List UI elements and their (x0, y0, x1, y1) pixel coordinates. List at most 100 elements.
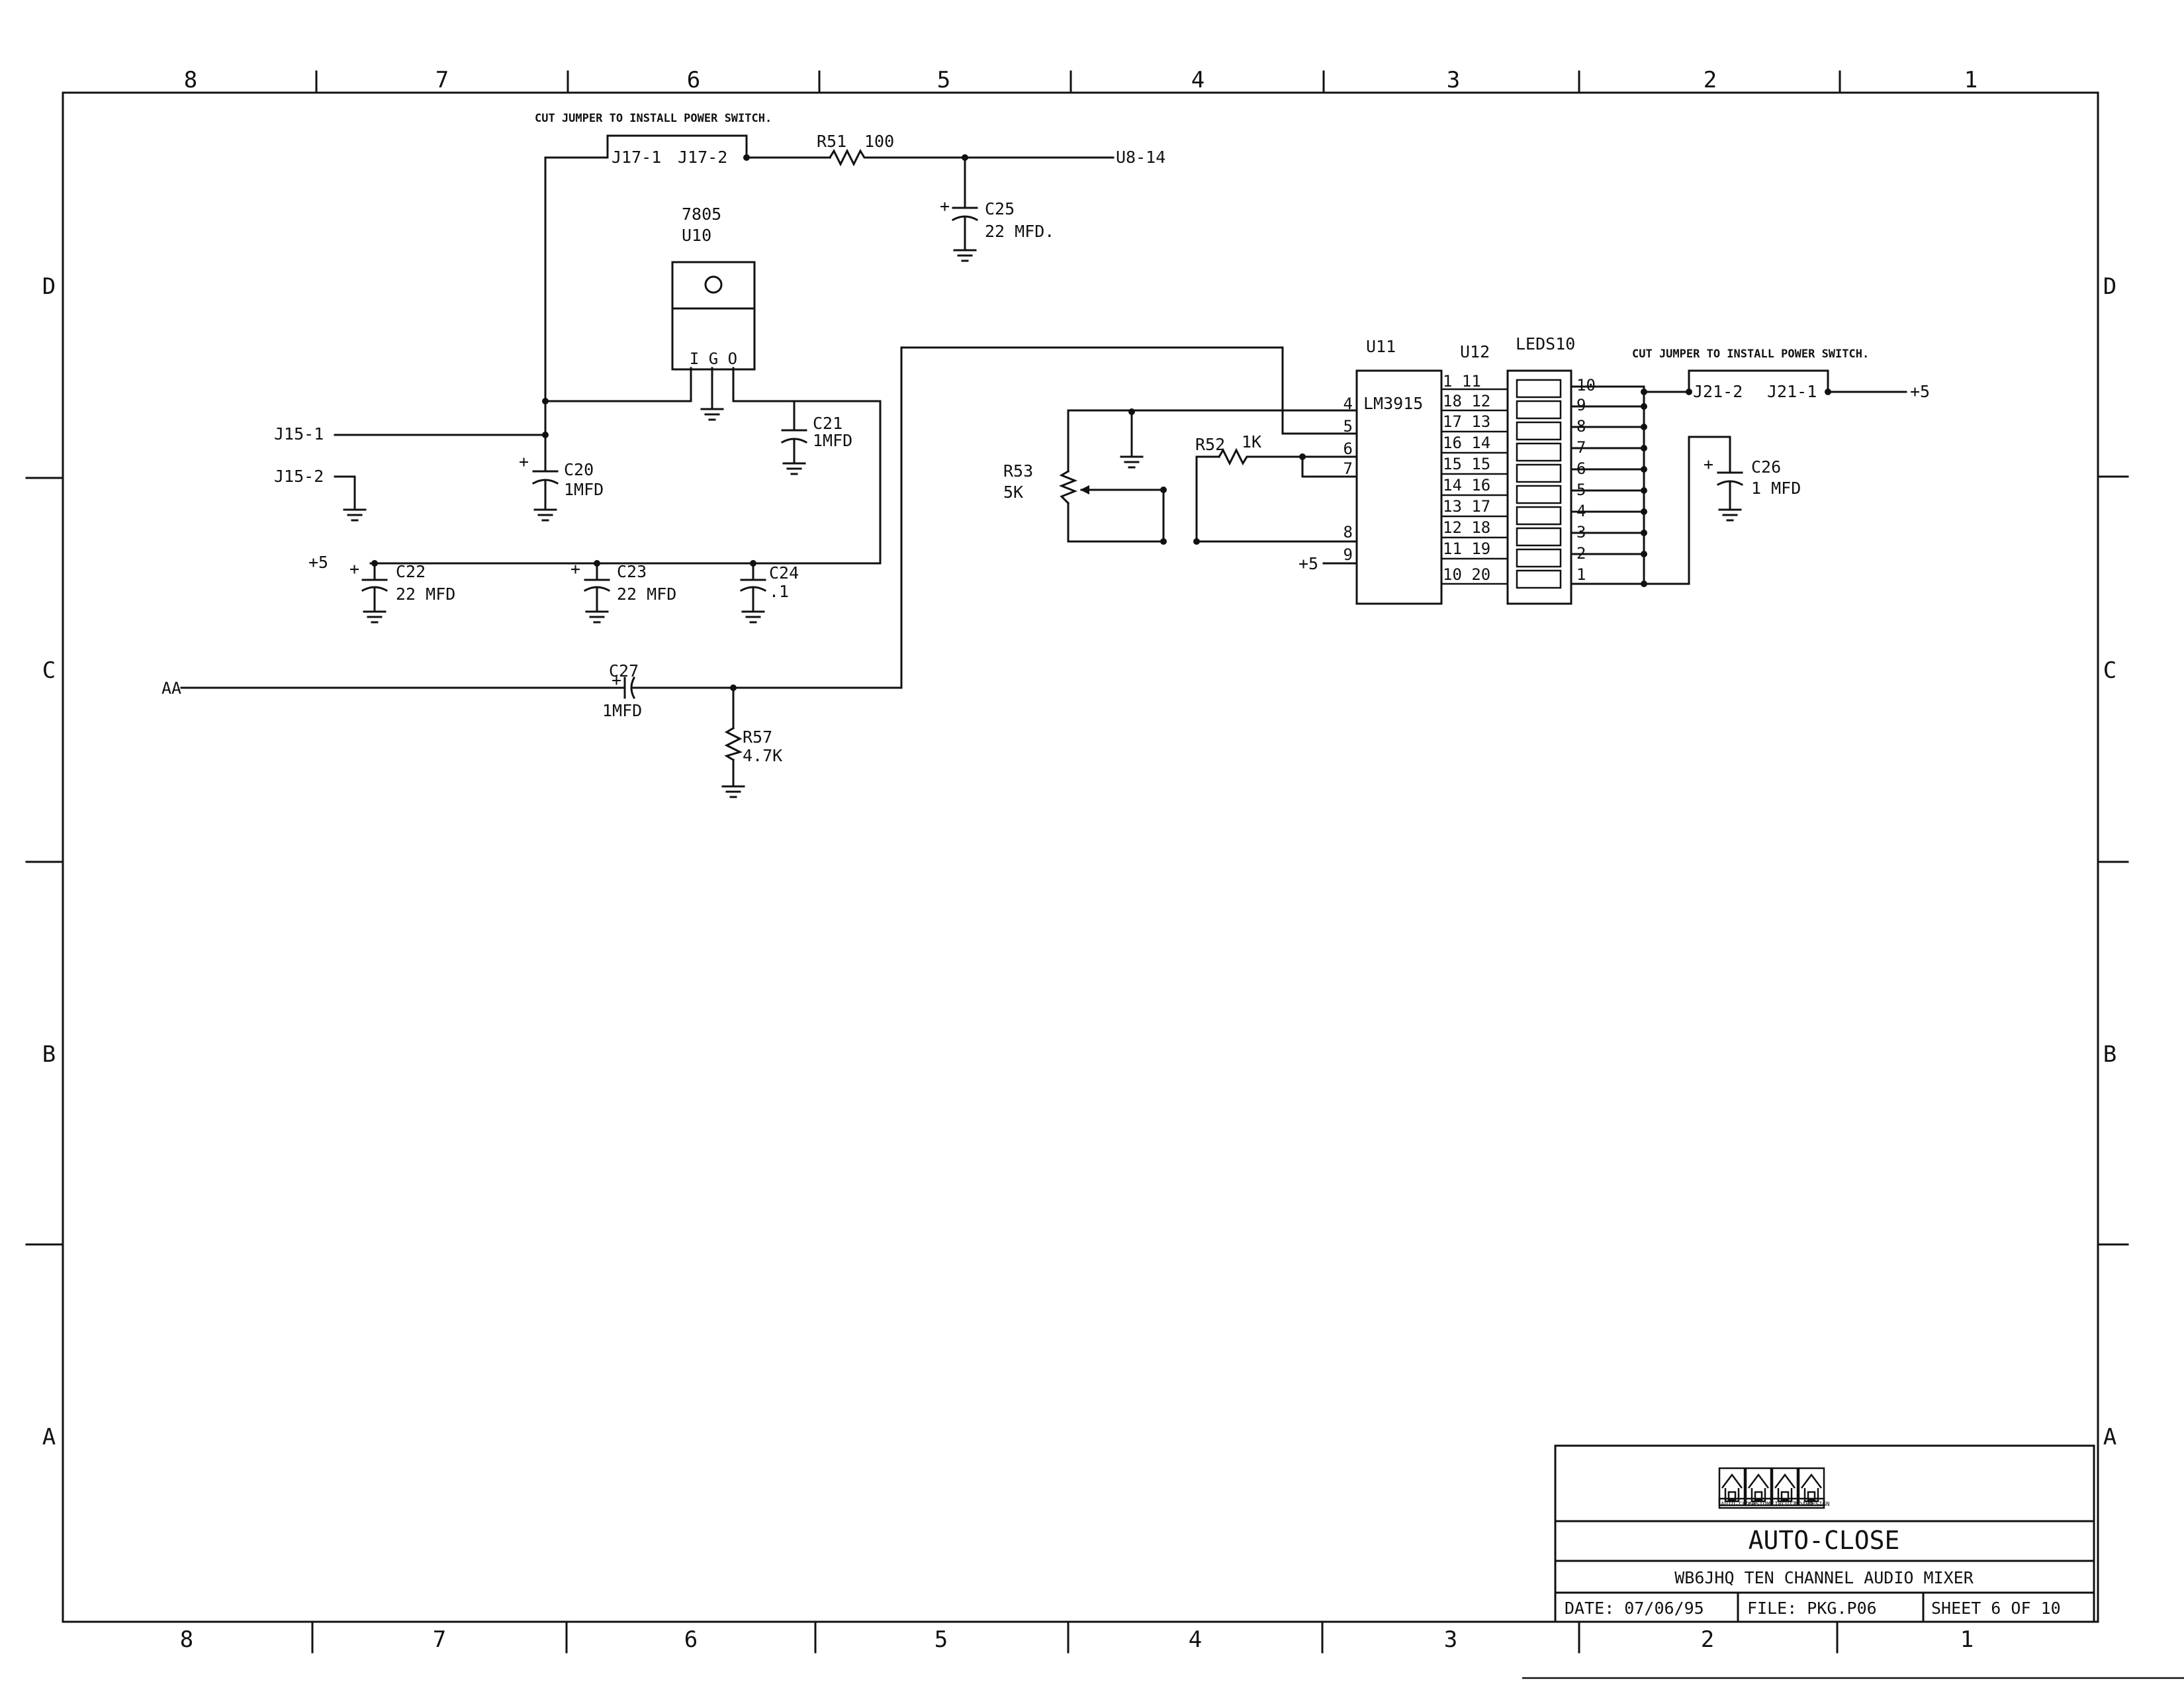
u11-pin-8: 8 (1343, 523, 1353, 541)
logo-word-1: AUTO-CLOSE (1721, 1501, 1756, 1508)
resistors (724, 148, 1252, 762)
zone-col-3-bottom: 3 (1444, 1626, 1457, 1653)
zone-col-8-bottom: 8 (180, 1626, 193, 1653)
c22-pol: + (349, 559, 359, 579)
led-segment-labels: 10 9 8 7 6 5 4 3 2 1 (1576, 376, 1596, 584)
zone-col-4: 4 (1191, 67, 1205, 93)
r52-ref: R52 (1195, 435, 1225, 454)
led-seg-8: 8 (1576, 417, 1586, 436)
zone-row-d-left: D (42, 273, 56, 300)
c26-ref: C26 (1751, 457, 1781, 477)
u12-pins-4: 16 14 (1443, 434, 1490, 452)
u11-pin-9: 9 (1343, 545, 1353, 564)
r57-ref: R57 (743, 727, 772, 747)
u12-pins-8: 12 18 (1443, 518, 1490, 537)
c27-value: 1MFD (602, 701, 642, 720)
zone-col-1-bottom: 1 (1960, 1626, 1974, 1653)
house-icon (1718, 1467, 1746, 1507)
r57-zigzag (724, 726, 743, 762)
r52-value: 1K (1242, 432, 1261, 451)
c26-pol: + (1704, 455, 1713, 474)
ground-icon (363, 610, 387, 624)
u10-ref: U10 (682, 226, 711, 245)
led-bargraph (1506, 369, 1572, 605)
u10-part: 7805 (682, 205, 721, 224)
logo-word-3: CIRCUITS (1771, 1501, 1799, 1508)
c22-ref: C22 (396, 562, 426, 581)
ground-icon (721, 785, 745, 798)
led-seg-4: 4 (1576, 502, 1586, 520)
led-seg-6: 6 (1576, 459, 1586, 478)
u11-pin-6: 6 (1343, 440, 1353, 458)
c23-ref: C23 (617, 562, 647, 581)
zone-row-c-left: C (42, 657, 56, 684)
u11-pin-4: 4 (1343, 395, 1353, 413)
u12-pin-pairs: 1 11 18 12 17 13 16 14 15 15 14 16 13 17… (1443, 372, 1490, 584)
zone-labels-rows: D C B A D C B A (42, 273, 2116, 1450)
u12-pins-9: 11 19 (1443, 539, 1490, 558)
zone-col-4-bottom: 4 (1189, 1626, 1202, 1653)
house-icon (1745, 1467, 1772, 1507)
net-aa: AA (161, 678, 181, 698)
c20-ref: C20 (564, 460, 594, 479)
zone-col-6: 6 (687, 67, 700, 93)
note-cut-jumper-top: CUT JUMPER TO INSTALL POWER SWITCH. (535, 112, 772, 125)
r52-zigzag (1217, 447, 1252, 466)
r51-value: 100 (864, 132, 894, 151)
zone-row-b-right: B (2103, 1041, 2116, 1068)
company-logo: AUTO-CLOSE CUSTOM CIRCUITS BOARD DESIGN (1718, 1467, 1830, 1509)
net-u8-14: U8-14 (1116, 148, 1165, 167)
u11-pin-5: 5 (1343, 417, 1353, 436)
net-plus5-mid: +5 (1298, 554, 1318, 573)
zone-row-b-left: B (42, 1041, 56, 1068)
r57-value: 4.7K (743, 746, 782, 765)
zone-col-2-bottom: 2 (1701, 1626, 1714, 1653)
u10-pin-labels: I G O (690, 350, 737, 368)
u12-pins-7: 13 17 (1443, 497, 1490, 516)
zone-col-6-bottom: 6 (684, 1626, 698, 1653)
u12-pins-3: 17 13 (1443, 412, 1490, 431)
r53-wiper-arrow-icon (1080, 485, 1089, 494)
u11-lm3915 (1355, 369, 1443, 605)
ground-icon (1120, 455, 1144, 469)
c27-ref: C27 (609, 661, 639, 680)
zone-row-d-right: D (2103, 273, 2116, 300)
c21-value: 1MFD (813, 431, 852, 450)
logo-word-4: BOARD (1795, 1501, 1813, 1508)
u12-pins-5: 15 15 (1443, 455, 1490, 473)
ground-icon (343, 508, 367, 522)
zone-col-1: 1 (1964, 67, 1978, 93)
logo-word-5: DESIGN (1808, 1501, 1830, 1508)
zone-col-8: 8 (184, 67, 197, 93)
led-seg-2: 2 (1576, 544, 1586, 563)
u12-pins-2: 18 12 (1443, 392, 1490, 410)
u12-pins-1: 1 11 (1443, 372, 1481, 391)
led-seg-3: 3 (1576, 523, 1586, 541)
zone-row-a-right: A (2103, 1424, 2116, 1450)
u12-ref: U12 (1460, 342, 1490, 361)
led-seg-1: 1 (1576, 565, 1586, 584)
c22-value: 22 MFD (396, 585, 455, 604)
u12-pins-10: 10 20 (1443, 565, 1490, 584)
zone-row-c-right: C (2103, 657, 2116, 684)
u11-ref: U11 (1366, 337, 1396, 356)
ground-icon (585, 610, 609, 624)
logo-word-2: CUSTOM (1749, 1501, 1770, 1508)
zone-labels-bottom: 8 7 6 5 4 3 2 1 (180, 1626, 1974, 1653)
zone-col-7: 7 (435, 67, 449, 93)
junction-dots (371, 154, 1831, 691)
net-plus5-right: +5 (1910, 382, 1930, 401)
c20-value: 1MFD (564, 480, 604, 499)
ground-icon (782, 462, 806, 475)
c24-ref: C24 (769, 563, 799, 583)
u11-part: LM3915 (1363, 394, 1423, 413)
ground-icon (533, 508, 557, 522)
net-j21-2: J21-2 (1693, 382, 1743, 401)
c25-pol: + (940, 197, 950, 216)
led-seg-9: 9 (1576, 396, 1586, 414)
r51-zigzag (828, 148, 870, 167)
net-j17-2: J17-2 (678, 148, 727, 167)
c24-value: .1 (769, 582, 789, 601)
led-seg-7: 7 (1576, 438, 1586, 457)
ground-symbols (343, 249, 1742, 798)
